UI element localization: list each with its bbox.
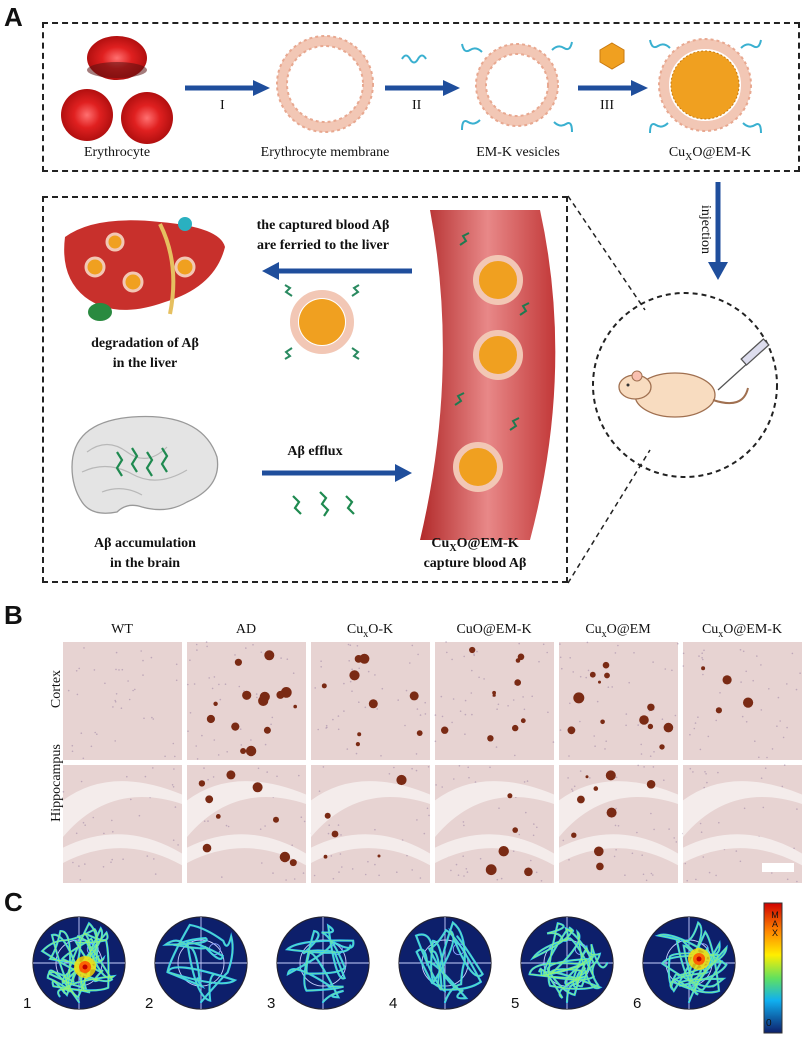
maze-number-1: 1 — [23, 995, 32, 1012]
vesicles-label: EM-K vesicles — [476, 145, 560, 160]
histology-tile-r2-c6 — [682, 764, 802, 883]
column-header-3: CuxO-K — [311, 622, 429, 640]
product-label-tail: O@EM-K — [692, 145, 752, 160]
column-header-main: Cu — [701, 622, 719, 637]
step-2-label: II — [412, 98, 422, 113]
degradation-line-2: in the liver — [112, 356, 178, 371]
maze-number-4: 4 — [389, 995, 398, 1012]
emk-vesicle-icon — [461, 41, 573, 133]
erythrocyte-illustration — [61, 36, 173, 144]
arrow-step-2 — [385, 80, 460, 96]
column-header-tail: O@EM — [606, 622, 651, 637]
row-label-cortex: Cortex — [49, 669, 64, 709]
heatmap-colorbar — [763, 902, 783, 1034]
column-header-main: CuO@EM-K — [456, 622, 532, 637]
histology-tile-r2-c1 — [62, 765, 182, 883]
histology-tile-r2-c5 — [559, 764, 678, 883]
maze-track-6 — [642, 916, 736, 1010]
column-header-sub: x — [363, 628, 369, 640]
cuxo-core-icon — [599, 42, 625, 70]
column-header-6: CuxO@EM-K — [683, 622, 801, 640]
capture-line-main: Cu — [431, 536, 450, 551]
histology-tile-r2-c4 — [435, 765, 554, 883]
peptide-strand-icon — [401, 54, 427, 64]
efflux-label: Aβ efflux — [287, 444, 343, 459]
maze-track-5 — [520, 916, 614, 1010]
accumulation-line-2: in the brain — [109, 556, 180, 571]
membrane-label: Erythrocyte membrane — [260, 145, 390, 160]
column-header-2: AD — [187, 622, 305, 638]
maze-number-6: 6 — [633, 995, 642, 1012]
cuxo-emk-particle-icon — [649, 38, 762, 134]
maze-track-1 — [32, 916, 126, 1010]
degradation-line-1: degradation of Aβ — [91, 336, 199, 351]
row-label-hippocampus: Hippocampus — [49, 744, 64, 822]
colorbar-min-label: 0 — [766, 1018, 772, 1029]
product-label: CuXO@EM-K — [660, 145, 760, 163]
arrow-step-3 — [578, 80, 648, 96]
colorbar-max-label: MAX — [770, 910, 780, 937]
injection-arrow — [708, 182, 728, 280]
histology-tile-r1-c4 — [434, 641, 555, 760]
maze-number-3: 3 — [267, 995, 276, 1012]
histology-tile-r1-c5 — [559, 641, 679, 760]
membrane-vesicle-icon — [276, 35, 374, 133]
column-header-main: Cu — [585, 622, 602, 637]
histology-tile-r2-c2 — [187, 765, 306, 883]
histology-tile-r1-c2 — [187, 641, 306, 760]
captured-line-2: are ferried to the liver — [257, 238, 389, 253]
column-header-5: CuxO@EM — [559, 622, 677, 640]
panel-a-letter: A — [4, 2, 23, 32]
histology-tile-r1-c1 — [63, 642, 182, 760]
maze-number-5: 5 — [511, 995, 520, 1012]
product-label-main: Cu — [668, 145, 686, 160]
capture-line-sub: X — [449, 542, 457, 554]
synthesis-box — [42, 22, 800, 172]
column-header-main: Cu — [346, 622, 364, 637]
efflux-arrow — [262, 464, 412, 482]
column-header-main: WT — [111, 622, 133, 637]
brain-illustration — [71, 415, 219, 514]
panel-b-letter: B — [4, 600, 23, 630]
accumulation-line-1: Aβ accumulation — [94, 536, 196, 551]
blood-vessel-illustration — [420, 210, 556, 540]
captured-line-1: the captured blood Aβ — [256, 218, 390, 233]
capture-line-1: CuXO@EM-K — [390, 536, 560, 554]
column-header-tail: O@EM-K — [723, 622, 783, 637]
product-label-sub: X — [685, 151, 693, 163]
capture-line-tail: O@EM-K — [456, 536, 519, 551]
column-header-4: CuO@EM-K — [435, 622, 553, 638]
capture-line-2: capture blood Aβ — [423, 556, 527, 571]
column-header-1: WT — [63, 622, 181, 638]
maze-number-2: 2 — [145, 995, 154, 1012]
step-3-label: III — [600, 98, 614, 113]
circulation-box — [42, 196, 568, 583]
column-header-main: AD — [235, 622, 257, 637]
histology-tile-r2-c3 — [310, 765, 430, 883]
abeta-peptide-icon — [292, 491, 355, 517]
histology-tile-r1-c3 — [311, 642, 430, 760]
maze-track-2 — [154, 916, 248, 1010]
histology-tile-r1-c6 — [682, 642, 802, 760]
column-header-tail: O-K — [368, 622, 394, 637]
maze-track-3 — [276, 916, 370, 1010]
ferry-to-liver-arrow — [262, 262, 412, 280]
column-header-sub: x — [601, 628, 607, 640]
maze-track-4 — [398, 916, 492, 1010]
mouse-injection-circle — [592, 292, 778, 478]
panel-c-letter: C — [4, 887, 23, 917]
liver-illustration — [64, 217, 225, 321]
step-1-label: I — [220, 98, 225, 113]
ferried-particle-icon — [284, 284, 360, 360]
zoom-connector-lines — [567, 195, 651, 584]
column-header-sub: x — [718, 628, 724, 640]
erythrocyte-label: Erythrocyte — [83, 145, 151, 160]
arrow-step-1 — [185, 80, 270, 96]
